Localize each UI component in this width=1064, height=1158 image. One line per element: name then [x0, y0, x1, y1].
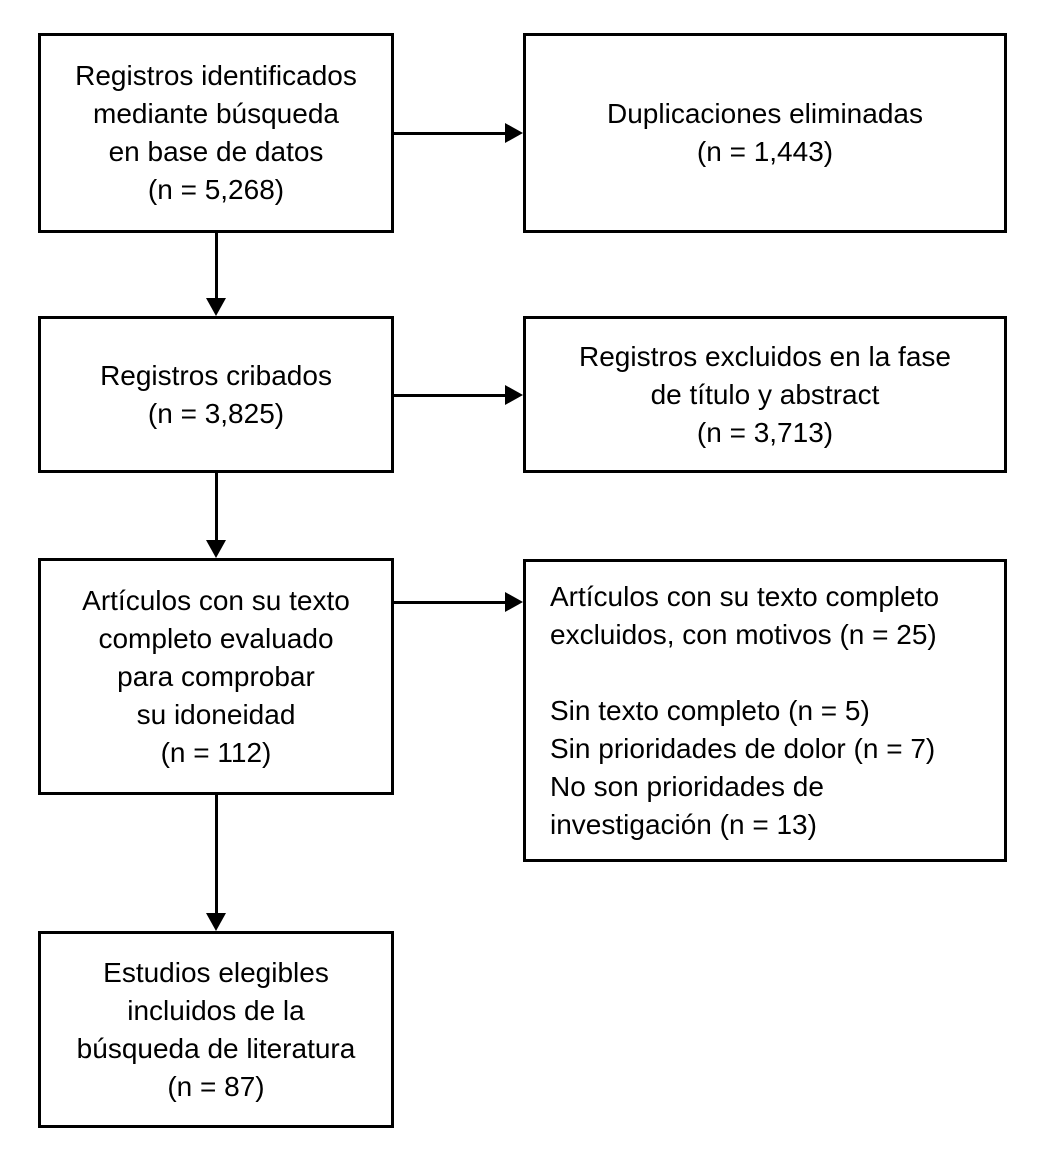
box-records-excluded-title-abstract-text: Registros excluidos en la fase de título…	[579, 340, 951, 448]
arrow-fulltext-to-included	[206, 795, 226, 931]
box-studies-included-text: Estudios elegibles incluidos de la búsqu…	[76, 956, 356, 1102]
arrow-shaft	[394, 393, 505, 397]
arrowhead-right-icon	[505, 592, 523, 612]
box-duplicates-removed: Duplicaciones eliminadas (n = 1,443)	[523, 33, 1007, 233]
box-full-text-assessed-text: Artículos con su texto completo evaluado…	[82, 584, 350, 768]
arrow-identified-to-duplicates	[394, 123, 523, 143]
arrow-shaft	[394, 131, 505, 135]
box-studies-included: Estudios elegibles incluidos de la búsqu…	[38, 931, 394, 1128]
box-records-identified-text: Registros identificados mediante búsqued…	[75, 60, 357, 205]
arrow-shaft	[214, 795, 218, 913]
arrow-shaft	[214, 233, 218, 298]
arrowhead-down-icon	[206, 298, 226, 316]
arrowhead-right-icon	[505, 123, 523, 143]
arrowhead-down-icon	[206, 913, 226, 931]
box-records-identified: Registros identificados mediante búsqued…	[38, 33, 394, 233]
arrow-shaft	[394, 600, 505, 604]
arrowhead-right-icon	[505, 385, 523, 405]
box-full-text-excluded-text: Artículos con su texto completo excluido…	[550, 580, 940, 840]
arrow-shaft	[214, 473, 218, 540]
arrowhead-down-icon	[206, 540, 226, 558]
box-records-excluded-title-abstract: Registros excluidos en la fase de título…	[523, 316, 1007, 473]
arrow-identified-to-screened	[206, 233, 226, 316]
box-records-screened-text: Registros cribados (n = 3,825)	[100, 359, 332, 429]
arrow-screened-to-excluded	[394, 385, 523, 405]
arrow-screened-to-fulltext	[206, 473, 226, 558]
box-full-text-assessed: Artículos con su texto completo evaluado…	[38, 558, 394, 795]
box-full-text-excluded: Artículos con su texto completo excluido…	[523, 559, 1007, 862]
arrow-fulltext-to-ftexcluded	[394, 592, 523, 612]
box-records-screened: Registros cribados (n = 3,825)	[38, 316, 394, 473]
box-duplicates-removed-text: Duplicaciones eliminadas (n = 1,443)	[607, 98, 923, 167]
